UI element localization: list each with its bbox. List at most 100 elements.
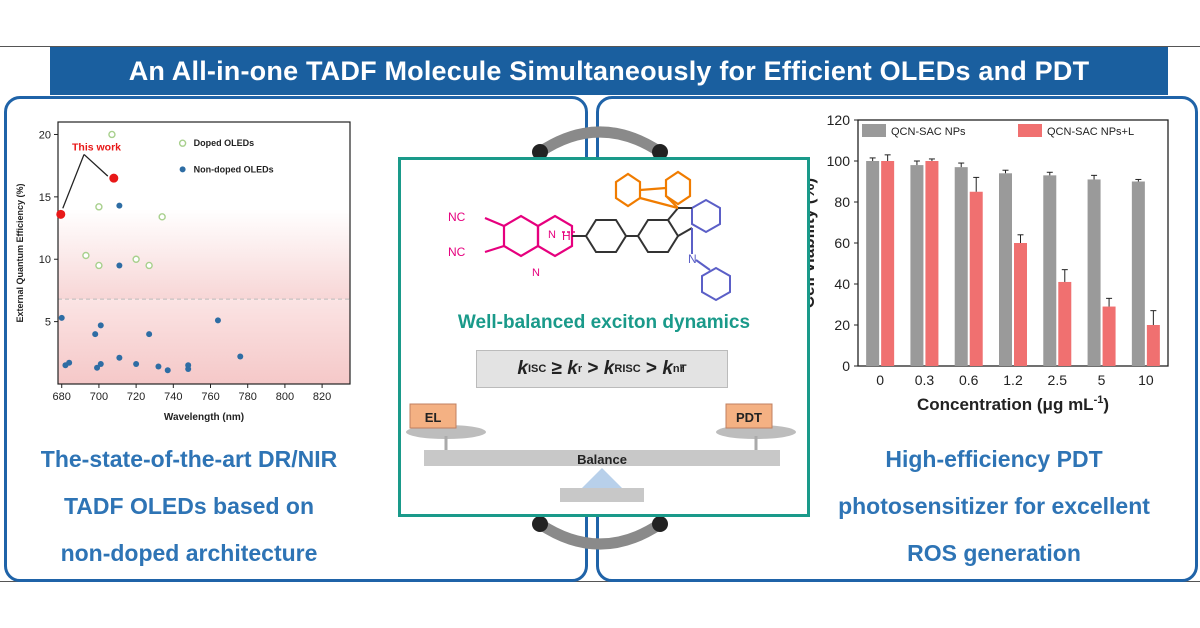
left-caption-line-3: non-doped architecture [60,540,318,566]
legend-nps-swatch [862,124,886,137]
this-work-point [109,173,119,183]
y-tick-label: 20 [39,129,51,141]
y-tick-label: 100 [827,153,851,169]
quinoxaline-fragment [484,214,574,258]
el-label: EL [425,410,442,425]
pdt-block [725,403,773,429]
doped-point [108,130,116,139]
y-tick-label: 40 [834,276,850,292]
nondoped-point [116,354,123,361]
gt-sign-2: > [640,358,663,379]
r-sub: r [577,363,583,375]
right-bar-chart: 020406080100120Cell viability (%)00.30.6… [799,112,1169,414]
left-caption-line-2: TADF OLEDs based on [63,493,315,519]
nondoped-point [66,359,73,366]
nondoped-point [94,364,101,371]
nondoped-point [185,362,192,369]
balance-beam [424,450,780,466]
nondoped-point [58,314,65,321]
pdt-label: PDT [736,410,762,425]
y-tick-label: 60 [834,235,850,251]
bar-nps [954,167,968,366]
top-rule [0,46,1200,47]
phenyl-bridge [572,207,693,253]
nondoped-point [146,331,153,338]
nondoped-point [133,361,140,368]
bottom-connector-icon [532,516,668,550]
bar-nps [1043,175,1057,366]
fulcrum [582,468,622,488]
y-axis-label: External Quantum Efficiency (%) [15,183,25,322]
x-axis-label-end: ) [1103,395,1109,414]
bottom-rule [0,581,1200,582]
left-caption-line-1: The-state-of-the-art DR/NIR [40,446,338,472]
k-r: k [567,358,578,379]
nondoped-point [92,331,99,338]
n-amine-label: N [688,252,697,266]
bar-nps [1087,179,1101,366]
acridine-fragment [691,198,731,302]
region-upper [58,209,350,300]
x-axis-label-main: Concentration (μg mL [917,395,1094,414]
x-tick-label: 780 [239,391,257,403]
nondoped-point [97,322,104,329]
legend-nps-light-label: QCN-SAC NPs+L [1047,126,1134,138]
y-tick-label: 80 [834,194,850,210]
x-axis-label: Wavelength (nm) [164,412,244,423]
x-tick-label: 2.5 [1048,372,1068,388]
nondoped-point [237,353,244,360]
doped-point [132,255,140,263]
bar-nps-light [969,191,983,366]
legend-nondoped-marker [179,166,186,173]
plot-frame [57,121,351,385]
balance-scale: EL PDT Balance [406,403,796,502]
region-lower [58,299,350,384]
nondoped-point [116,262,123,269]
bar-nps-light [881,161,895,366]
molecule-structure: NC NC N N H N [448,170,731,302]
x-tick-label: 10 [1138,372,1154,388]
x-tick-label: 0 [876,372,884,388]
y-tick-label: 5 [45,317,51,329]
gt-sign-1: > [582,358,604,379]
t-sup: T [679,363,687,375]
fluorene-fragment [614,170,692,210]
nondoped-point [97,361,104,368]
balance-base [560,488,644,502]
bar-nps-light [925,161,939,366]
x-axis-label: Concentration (μg mL-1) [917,394,1109,414]
n-mid-label: N [548,229,556,241]
x-tick-label: 1.2 [1003,372,1023,388]
k-isc: k [517,358,528,379]
y-tick-label: 0 [842,358,850,374]
el-block [409,403,457,429]
x-tick-label: 820 [313,391,331,403]
right-caption-line-3: ROS generation [907,540,1081,566]
nondoped-point [155,363,162,370]
right-caption-line-1: High-efficiency PDT [885,446,1103,472]
bar-nps-light [1146,325,1160,366]
risc-sub: RISC [614,363,641,375]
k-nr: k [662,358,673,379]
x-tick-label: 0.3 [915,372,935,388]
legend-nps-label: QCN-SAC NPs [891,126,966,138]
nr-sub: nr [672,363,684,375]
x-tick-label: 0.6 [959,372,979,388]
x-tick-label: 5 [1098,372,1106,388]
this-work-arrow [62,154,85,209]
right-caption-line-2: photosensitizer for excellent [838,493,1150,519]
top-connector-icon [532,126,668,160]
isc-sub: ISC [527,363,547,375]
doped-point [145,261,153,270]
x-tick-label: 800 [276,391,294,403]
center-subtitle: Well-balanced exciton dynamics [457,312,751,333]
y-tick-label: 10 [39,254,51,266]
doped-point [82,251,90,260]
nc-bottom-label: NC [448,245,466,259]
page-title: An All-in-one TADF Molecule Simultaneous… [50,47,1168,95]
right-caption: High-efficiency PDT photosensitizer for … [800,436,1188,577]
nondoped-point [164,367,171,374]
balance-label: Balance [577,452,627,467]
